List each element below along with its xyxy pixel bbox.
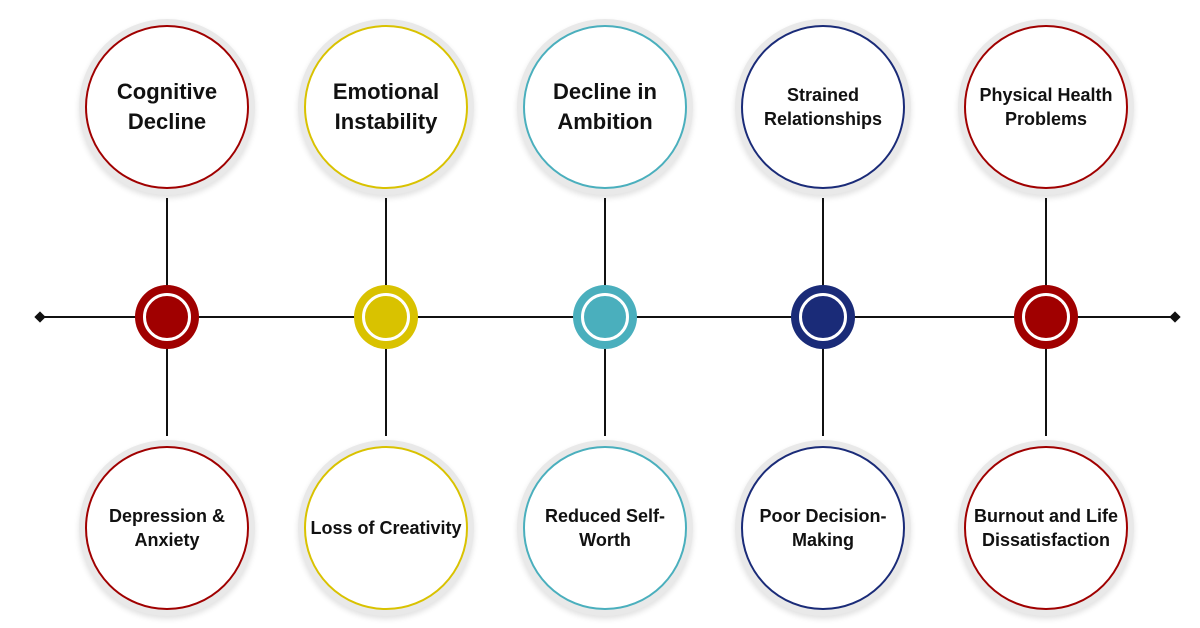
top-bubble: Emotional Instability: [298, 19, 474, 195]
hub-marker-icon: [573, 285, 637, 349]
top-bubble-label: Strained Relationships: [741, 25, 905, 189]
hub-inner: [799, 293, 847, 341]
bottom-bubble-label: Burnout and Life Dissatisfaction: [964, 446, 1128, 610]
hub-marker-icon: [1014, 285, 1078, 349]
bottom-bubble: Reduced Self-Worth: [517, 440, 693, 616]
top-bubble: Physical Health Problems: [958, 19, 1134, 195]
axis-start-diamond-icon: [34, 311, 46, 323]
bottom-bubble-label: Depression & Anxiety: [85, 446, 249, 610]
bottom-bubble: Loss of Creativity: [298, 440, 474, 616]
top-bubble: Decline in Ambition: [517, 19, 693, 195]
hub-marker-icon: [135, 285, 199, 349]
connector-bottom: [822, 348, 824, 436]
connector-bottom: [166, 348, 168, 436]
axis-end-diamond-icon: [1169, 311, 1181, 323]
connector-bottom: [1045, 348, 1047, 436]
bottom-bubble: Poor Decision-Making: [735, 440, 911, 616]
connector-top: [604, 198, 606, 286]
top-bubble-label: Cognitive Decline: [85, 25, 249, 189]
top-bubble-label: Decline in Ambition: [523, 25, 687, 189]
hub-inner: [362, 293, 410, 341]
connector-bottom: [385, 348, 387, 436]
hub-inner: [1022, 293, 1070, 341]
hub-inner: [143, 293, 191, 341]
connector-top: [822, 198, 824, 286]
connector-top: [385, 198, 387, 286]
bottom-bubble-label: Reduced Self-Worth: [523, 446, 687, 610]
bottom-bubble-label: Poor Decision-Making: [741, 446, 905, 610]
top-bubble: Strained Relationships: [735, 19, 911, 195]
top-bubble-label: Emotional Instability: [304, 25, 468, 189]
bottom-bubble: Depression & Anxiety: [79, 440, 255, 616]
hub-marker-icon: [354, 285, 418, 349]
bottom-bubble-label: Loss of Creativity: [304, 446, 468, 610]
top-bubble-label: Physical Health Problems: [964, 25, 1128, 189]
connector-top: [1045, 198, 1047, 286]
connector-top: [166, 198, 168, 286]
bottom-bubble: Burnout and Life Dissatisfaction: [958, 440, 1134, 616]
hub-inner: [581, 293, 629, 341]
top-bubble: Cognitive Decline: [79, 19, 255, 195]
connector-bottom: [604, 348, 606, 436]
hub-marker-icon: [791, 285, 855, 349]
